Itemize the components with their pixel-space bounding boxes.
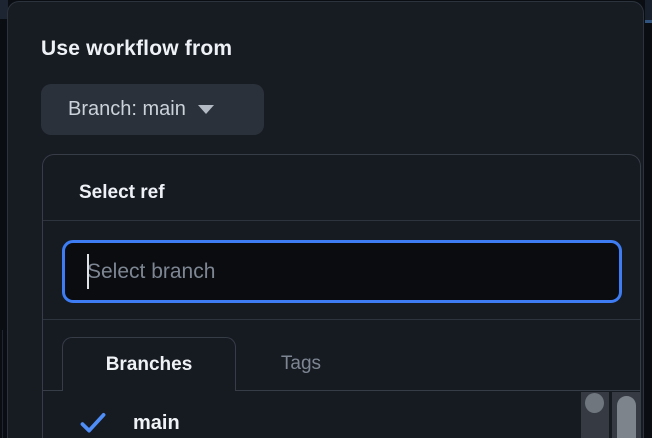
list-scrollbar-thumb[interactable] [585, 393, 604, 413]
branch-selector-button[interactable]: Branch: main [41, 84, 264, 135]
background-edge-line [2, 330, 3, 438]
search-divider [43, 319, 640, 320]
panel-scrollbar-thumb[interactable] [617, 396, 636, 438]
check-icon [80, 413, 106, 433]
background-fragment-top-left [0, 0, 8, 19]
select-ref-title: Select ref [79, 182, 165, 203]
branch-search-input[interactable] [62, 240, 622, 303]
tab-tags[interactable]: Tags [237, 337, 365, 391]
tab-branches-label: Branches [105, 353, 193, 375]
chevron-down-icon [197, 105, 214, 114]
header-divider [43, 220, 640, 221]
branch-list-item-main[interactable]: main [43, 406, 583, 438]
list-scrollbar[interactable] [581, 392, 609, 438]
background-fragment-top-right [645, 0, 652, 20]
tabbar-bottom-border [43, 390, 640, 391]
use-workflow-from-title: Use workflow from [41, 37, 233, 60]
text-cursor [87, 254, 89, 289]
branch-selector-label: Branch: main [68, 98, 186, 120]
branch-name: main [133, 411, 180, 434]
background-blue-accent-sliver [645, 20, 652, 23]
ref-selector-popup: Select ref Branches Tags main [42, 154, 641, 438]
tab-tags-label: Tags [280, 353, 322, 374]
panel-scrollbar[interactable] [612, 392, 640, 438]
run-workflow-panel: Use workflow from Branch: main Select re… [7, 1, 644, 438]
tab-branches[interactable]: Branches [62, 337, 236, 391]
